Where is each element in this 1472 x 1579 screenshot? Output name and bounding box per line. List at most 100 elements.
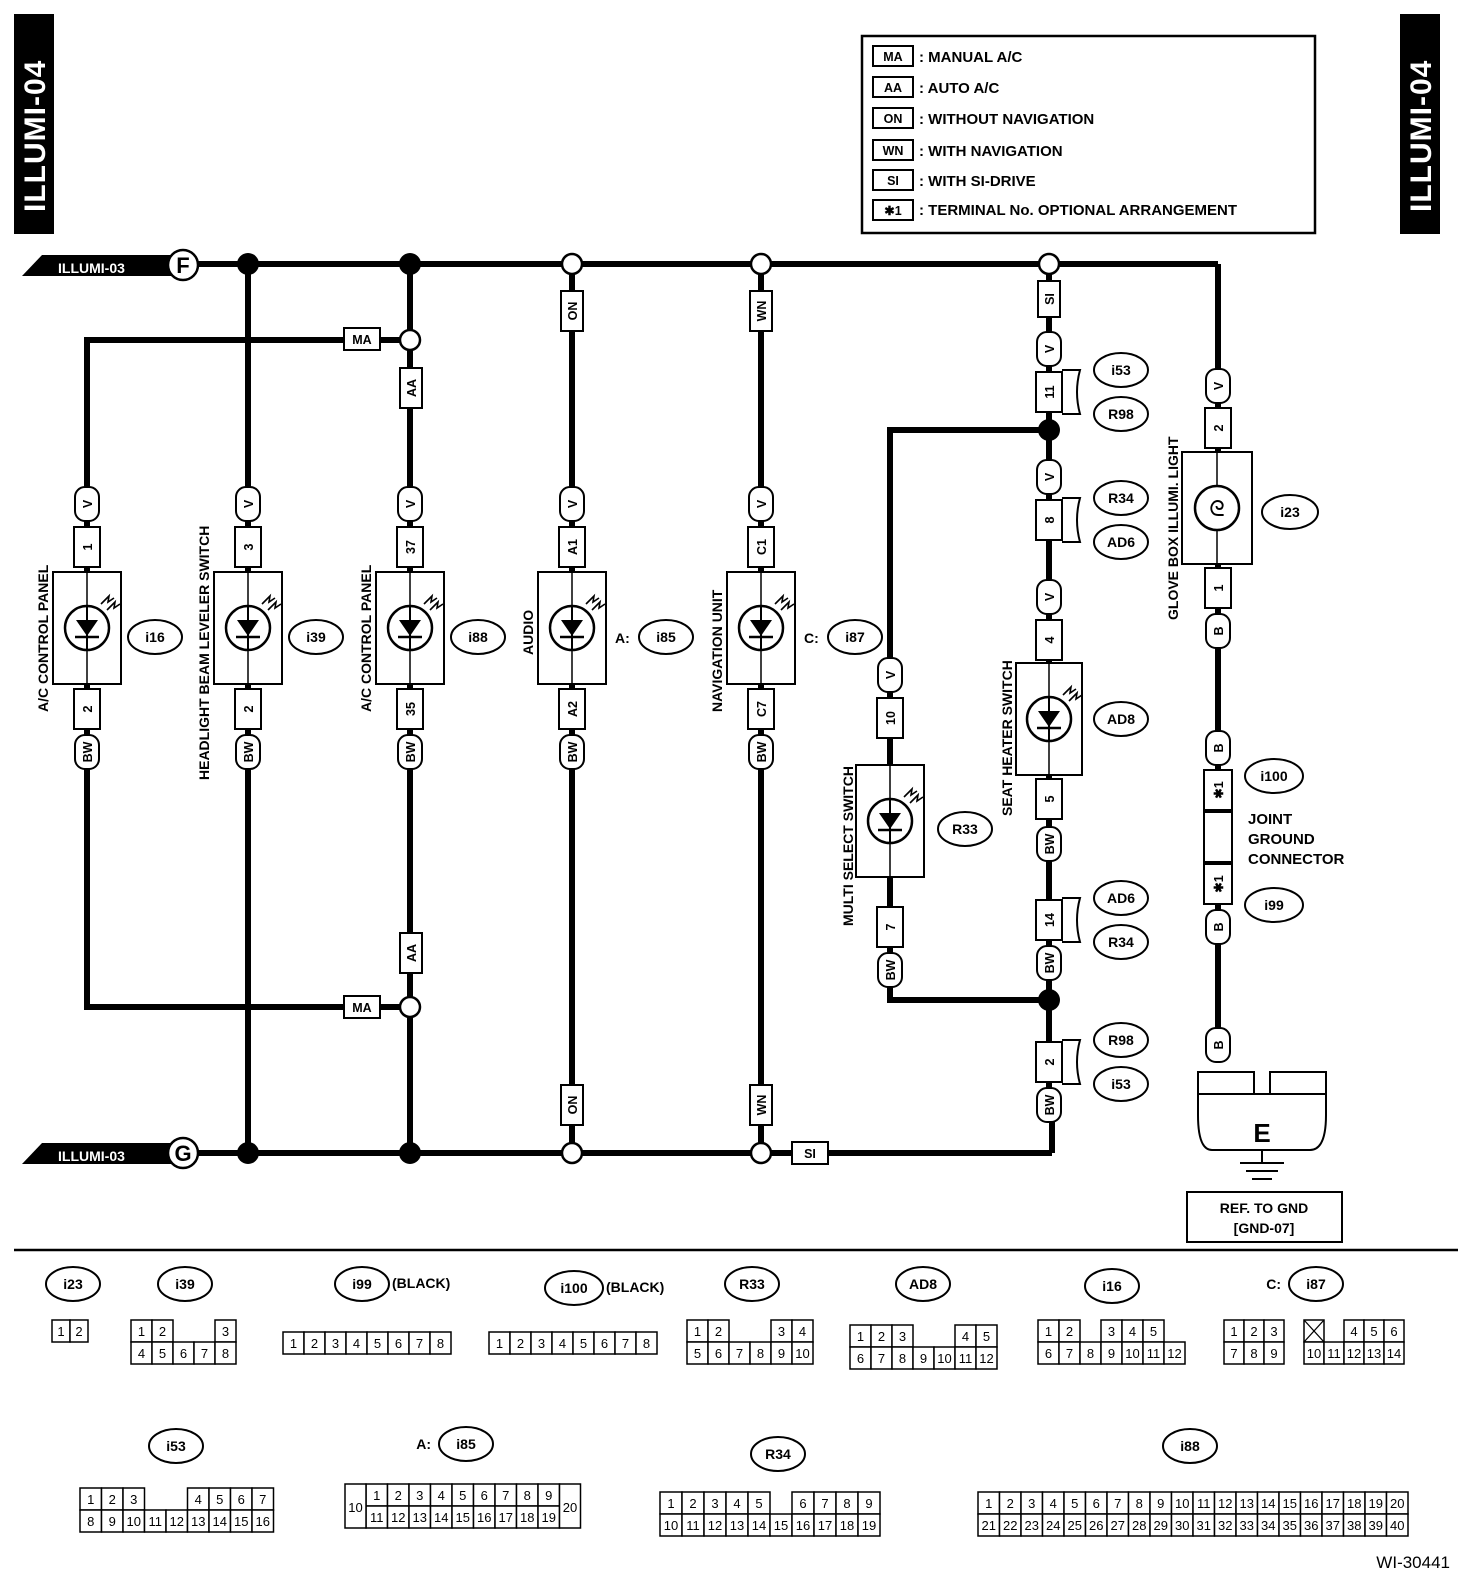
wire-color-in: V xyxy=(404,499,418,508)
pin-number: 4 xyxy=(559,1336,566,1351)
pin-number: 6 xyxy=(799,1496,806,1511)
bus-top-end: ILLUMI-03 F xyxy=(22,248,200,282)
pin-number: 2 xyxy=(689,1496,696,1511)
glove-box-light: V 2 ᘓ 1 B GLOVE BOX ILLUMI. LIGHT i23 xyxy=(1165,368,1319,649)
pin-number: 14 xyxy=(752,1518,766,1533)
pin: 11 xyxy=(1043,385,1057,398)
pin-number: 4 xyxy=(962,1329,969,1344)
id-prefix: C: xyxy=(804,630,819,646)
wire-color-out: BW xyxy=(1043,833,1057,854)
pin-number: 10 xyxy=(664,1518,678,1533)
pin-number: 11 xyxy=(1197,1496,1211,1511)
pin-number: 32 xyxy=(1218,1518,1232,1533)
pin-number: 5 xyxy=(1370,1324,1377,1339)
pin-number: 5 xyxy=(983,1329,990,1344)
pin-number: 5 xyxy=(374,1336,381,1351)
pin-number: 5 xyxy=(1150,1324,1157,1339)
svg-text:MA: MA xyxy=(352,1001,371,1015)
pin-number: 24 xyxy=(1046,1518,1060,1533)
pin-number: 20 xyxy=(1390,1496,1404,1511)
pin-number: 13 xyxy=(730,1518,744,1533)
connector-id: AD6 xyxy=(1107,890,1135,906)
legend-opt: ✱1 : TERMINAL No. OPTIONAL ARRANGEMENT xyxy=(872,199,1237,221)
pin-number: 6 xyxy=(1093,1496,1100,1511)
svg-text:GLOVE BOX ILLUMI. LIGHT: GLOVE BOX ILLUMI. LIGHT xyxy=(1165,436,1181,620)
svg-text:ON: ON xyxy=(566,302,580,321)
svg-text:MA: MA xyxy=(883,50,902,64)
svg-text:ON: ON xyxy=(566,1096,580,1115)
pin-number: 3 xyxy=(416,1488,423,1503)
wire-color-in: V xyxy=(884,670,898,679)
svg-text:AA: AA xyxy=(405,379,419,397)
pin-number: 4 xyxy=(138,1346,145,1361)
pin-number: 29 xyxy=(1154,1518,1168,1533)
svg-text:: WITH SI-DRIVE: : WITH SI-DRIVE xyxy=(919,173,1036,190)
legend-aa: AA: AUTO A/C xyxy=(872,76,999,98)
pin-number: 2 xyxy=(878,1329,885,1344)
pin-out: C7 xyxy=(755,701,769,717)
pin-number: 17 xyxy=(499,1510,513,1525)
svg-text:F: F xyxy=(176,253,189,278)
pin-in: 37 xyxy=(404,540,418,554)
pin-number: 7 xyxy=(1066,1346,1073,1361)
svg-text:WN: WN xyxy=(883,144,904,158)
pin-number: 39 xyxy=(1369,1518,1383,1533)
connector-view-id: i87 xyxy=(1306,1276,1326,1292)
connector-view-id: R34 xyxy=(765,1446,791,1462)
pin-number: 9 xyxy=(865,1496,872,1511)
pin-number: 2 xyxy=(311,1336,318,1351)
pin-number: 10 xyxy=(795,1346,809,1361)
pin-number: 8 xyxy=(1136,1496,1143,1511)
pin-number: 8 xyxy=(1250,1346,1257,1361)
svg-text:✱1: ✱1 xyxy=(884,204,901,218)
pin-number: 14 xyxy=(434,1510,448,1525)
pin: 8 xyxy=(1043,516,1057,523)
svg-text:CONNECTOR: CONNECTOR xyxy=(1248,851,1345,868)
pin-number: 1 xyxy=(1045,1324,1052,1339)
svg-text:: TERMINAL No. OPTIONAL ARRANG: : TERMINAL No. OPTIONAL ARRANGEMENT xyxy=(919,202,1237,219)
pin-number: 20 xyxy=(563,1500,577,1515)
wire-color-out: BW xyxy=(404,741,418,762)
pin-number: 6 xyxy=(857,1351,864,1366)
pin-number: 1 xyxy=(694,1324,701,1339)
svg-text:SI: SI xyxy=(887,174,899,188)
pin-number: 3 xyxy=(538,1336,545,1351)
pin-in: 1 xyxy=(81,543,95,550)
pin-number: 26 xyxy=(1089,1518,1103,1533)
pin-number: 12 xyxy=(170,1514,184,1529)
component-name: NAVIGATION UNIT xyxy=(709,589,725,712)
wire-color-out: BW xyxy=(242,741,256,762)
pin-out: 5 xyxy=(1043,795,1057,802)
pin-number: 7 xyxy=(622,1336,629,1351)
pin-number: 3 xyxy=(332,1336,339,1351)
pin-number: 2 xyxy=(1066,1324,1073,1339)
svg-text:REF. TO GND: REF. TO GND xyxy=(1220,1200,1308,1216)
pin-number: 10 xyxy=(1175,1496,1189,1511)
pin-out: 2 xyxy=(81,705,95,712)
svg-text:ON: ON xyxy=(884,112,903,126)
component-id: i87 xyxy=(845,629,865,645)
pin-number: 9 xyxy=(778,1346,785,1361)
pin-number: 5 xyxy=(459,1488,466,1503)
svg-text:ILLUMI-04: ILLUMI-04 xyxy=(19,60,52,212)
wire-color-out: BW xyxy=(566,741,580,762)
svg-text:: WITHOUT NAVIGATION: : WITHOUT NAVIGATION xyxy=(919,111,1094,128)
pin-number: 33 xyxy=(1240,1518,1254,1533)
pin-number: 30 xyxy=(1175,1518,1189,1533)
component-id: AD8 xyxy=(1107,711,1135,727)
pin-number: 12 xyxy=(1347,1346,1361,1361)
pin-number: 19 xyxy=(542,1510,556,1525)
pin-number: 3 xyxy=(222,1324,229,1339)
component-id: i85 xyxy=(656,629,676,645)
wire-color-in: V xyxy=(1043,592,1057,601)
